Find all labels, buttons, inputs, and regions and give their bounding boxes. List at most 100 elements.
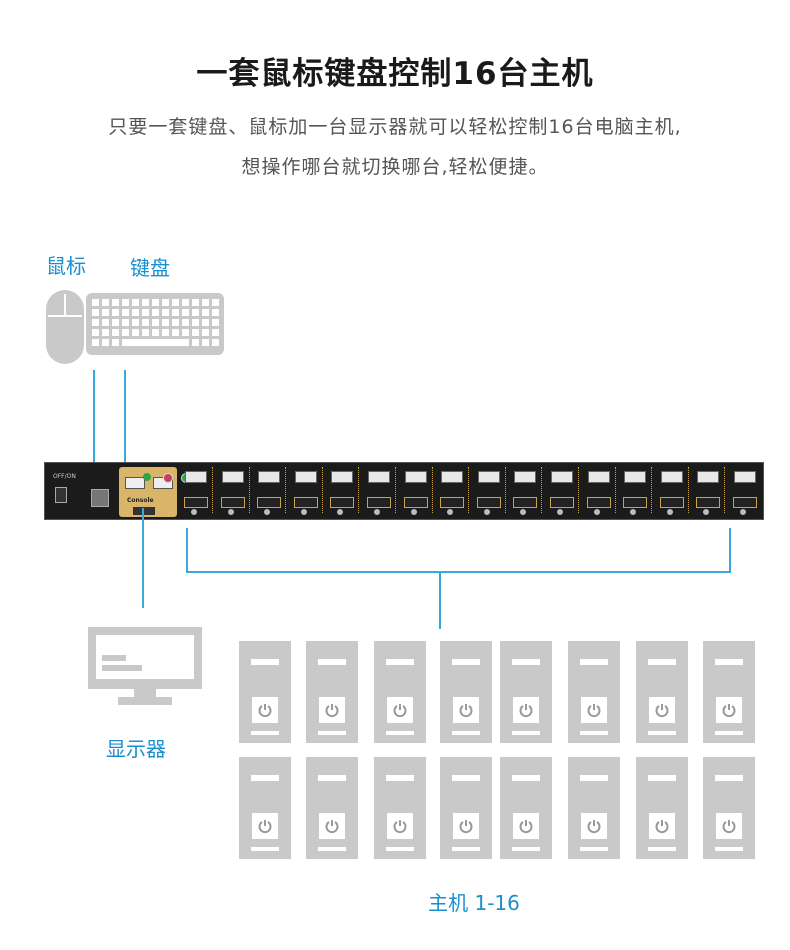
port-divider	[212, 467, 214, 513]
hdmi-port	[550, 497, 574, 508]
hdmi-port	[476, 497, 501, 508]
keyboard-label: 键盘	[130, 256, 170, 280]
monitor-icon	[88, 627, 202, 709]
keyboard-key	[202, 299, 209, 306]
keyboard-key	[152, 329, 159, 336]
port-divider	[687, 467, 690, 513]
usb-port	[185, 471, 207, 483]
mouse-icon	[46, 290, 84, 368]
keyboard-key	[92, 299, 99, 306]
mouse-label: 鼠标	[46, 254, 86, 278]
drive-bay	[452, 659, 480, 665]
keyboard-key	[132, 299, 139, 306]
keyboard-key	[132, 329, 139, 336]
keyboard-key	[112, 339, 119, 346]
keyboard-key	[122, 299, 129, 306]
subtitle-line-1: 只要一套键盘、鼠标加一台显示器就可以轻松控制16台电脑主机,	[108, 116, 682, 138]
usb-port	[258, 471, 281, 483]
port-number-dot	[337, 509, 344, 515]
keyboard-key	[132, 309, 139, 316]
host-bracket-stem	[439, 571, 441, 629]
vent-slot	[512, 731, 540, 735]
drive-bay	[648, 775, 676, 781]
host-computer-icon	[374, 757, 426, 859]
port-number-dot	[300, 509, 307, 515]
power-icon	[252, 697, 278, 723]
hdmi-port	[623, 497, 648, 508]
host-computer-icon	[568, 757, 620, 859]
audio-jack-green	[143, 473, 151, 481]
port-number-dot	[374, 509, 380, 515]
keyboard-key	[162, 329, 169, 336]
power-icon	[387, 697, 413, 723]
keyboard-key	[112, 329, 119, 336]
vent-slot	[648, 847, 676, 851]
usb-port	[368, 471, 390, 483]
power-icon	[387, 813, 413, 839]
host-computer-icon	[440, 641, 492, 743]
vent-slot	[580, 847, 608, 851]
keyboard-key	[142, 309, 149, 316]
usb-port	[477, 471, 500, 483]
drive-bay	[580, 775, 608, 781]
keyboard-key	[142, 329, 149, 336]
port-number-dot	[227, 509, 234, 515]
port-number-dot	[703, 509, 710, 515]
drive-bay	[386, 775, 414, 781]
usb-port	[404, 471, 427, 483]
keyboard-spacebar	[122, 339, 189, 346]
hdmi-port	[696, 497, 721, 508]
hdmi-port	[403, 497, 428, 508]
keyboard-key	[152, 309, 159, 316]
keyboard-key	[102, 319, 109, 326]
port-divider	[431, 467, 434, 513]
power-switch	[55, 487, 67, 503]
keyboard-key	[212, 329, 219, 336]
host-bracket-bottom	[186, 571, 731, 573]
keyboard-key	[182, 309, 189, 316]
power-icon	[649, 697, 675, 723]
port-divider	[395, 467, 397, 513]
keyboard-key	[152, 299, 159, 306]
console-label: Console	[127, 497, 154, 504]
hosts-label: 主机 1-16	[428, 891, 520, 915]
port-number-dot	[520, 509, 527, 515]
port-divider	[321, 467, 324, 513]
port-number-dot	[483, 509, 490, 515]
power-icon	[513, 813, 539, 839]
mouse-cable-line	[93, 370, 95, 464]
keyboard-key	[162, 299, 169, 306]
monitor-label: 显示器	[106, 737, 166, 761]
kvm-switch-device: OFF/ON Console	[44, 462, 764, 520]
host-computer-icon	[568, 641, 620, 743]
vent-slot	[452, 731, 480, 735]
port-divider	[614, 467, 617, 513]
host-computer-icon	[239, 757, 291, 859]
keyboard-key	[192, 309, 199, 316]
vent-slot	[715, 847, 743, 851]
usb-port	[514, 471, 537, 483]
drive-bay	[648, 659, 676, 665]
port-divider	[651, 467, 653, 513]
usb-port	[294, 471, 317, 483]
keyboard-key	[92, 319, 99, 326]
keyboard-key	[202, 329, 209, 336]
power-label: OFF/ON	[53, 473, 76, 480]
keyboard-key	[92, 339, 99, 346]
usb-port-mouse	[125, 477, 145, 489]
port-number-dot	[447, 509, 454, 515]
hdmi-port	[440, 497, 465, 508]
keyboard-key	[202, 309, 209, 316]
keyboard-key	[212, 309, 219, 316]
keyboard-key	[132, 319, 139, 326]
keyboard-key	[202, 319, 209, 326]
hdmi-port	[733, 497, 757, 508]
keyboard-key	[112, 319, 119, 326]
drive-bay	[452, 775, 480, 781]
vent-slot	[251, 731, 279, 735]
keyboard-key	[212, 319, 219, 326]
keyboard-key	[162, 319, 169, 326]
port-number-dot	[666, 509, 673, 515]
keyboard-key	[192, 319, 199, 326]
keyboard-key	[192, 299, 199, 306]
